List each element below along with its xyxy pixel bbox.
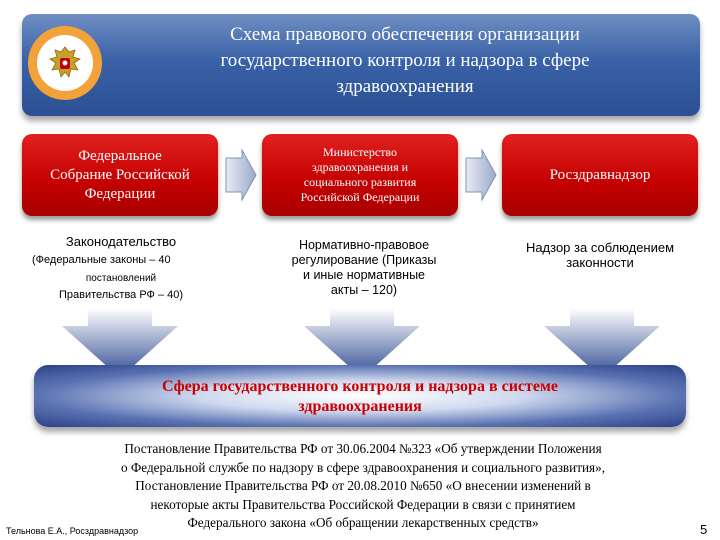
- chevron-right-icon: [225, 148, 257, 202]
- para-line: Постановление Правительства РФ от 20.08.…: [135, 478, 591, 493]
- page-number: 5: [700, 522, 708, 537]
- para-line: о Федеральной службе по надзору в сфере …: [120, 459, 605, 475]
- para-line: Федерального закона «Об обращении лекарс…: [187, 515, 539, 530]
- banner-line: здравоохранения: [298, 398, 422, 415]
- box-line: Собрание Российской: [50, 166, 190, 183]
- box-line: Росздравнадзор: [549, 166, 651, 183]
- down-arrow-icon: [62, 308, 178, 378]
- roszdravnadzor-box: Росздравнадзор: [502, 134, 698, 216]
- box-line: здравоохранения и: [311, 160, 409, 174]
- col-line: Правительства РФ – 40): [58, 289, 184, 301]
- col-line: Законодательство: [65, 234, 177, 249]
- sphere-banner: [34, 365, 686, 427]
- col-line: Нормативно-правовое: [298, 238, 430, 252]
- regulation-text: Нормативно-правовое регулирование (Прика…: [262, 238, 466, 298]
- box-line: Министерство: [323, 145, 397, 159]
- title-line: Схема правового обеспечения организации: [230, 24, 580, 45]
- legislation-text: Законодательство (Федеральные законы – 4…: [24, 234, 218, 301]
- col-line: акты – 120): [330, 283, 398, 297]
- col-line: законности: [566, 255, 634, 270]
- banner-line: Сфера государственного контроля и надзор…: [162, 378, 558, 395]
- title-banner: [22, 14, 700, 116]
- col-line: постановлений: [85, 273, 157, 284]
- box-line: Российской Федерации: [300, 190, 420, 204]
- box-line: Федерации: [84, 185, 156, 202]
- para-line: некоторые акты Правительства Российской …: [150, 496, 576, 512]
- supervision-text: Надзор за соблюдением законности: [500, 240, 700, 270]
- down-arrow-icon: [304, 308, 420, 378]
- title-line: государственного контроля и надзора в сф…: [220, 50, 590, 71]
- federal-assembly-box: Федеральное Собрание Российской Федераци…: [22, 134, 218, 216]
- para-line: Постановление Правительства РФ от 30.06.…: [124, 441, 602, 456]
- emblem-disc: [37, 35, 93, 91]
- chevron-right-icon: [465, 148, 497, 202]
- emblem: [28, 26, 102, 100]
- box-line: социального развития: [303, 175, 417, 189]
- sphere-banner-text: Сфера государственного контроля и надзор…: [80, 377, 640, 417]
- legal-basis-paragraph: Постановление Правительства РФ от 30.06.…: [30, 440, 696, 533]
- title-line: здравоохранения: [336, 76, 474, 97]
- page-title: Схема правового обеспечения организации …: [150, 22, 660, 100]
- col-line: (Федеральные законы – 40: [32, 254, 171, 266]
- col-line: Надзор за соблюдением: [525, 240, 675, 255]
- col-line: регулирование (Приказы: [291, 253, 437, 267]
- footer-author: Тельнова Е.А., Росздравнадзор: [6, 526, 139, 536]
- russian-coat-of-arms-icon: [49, 46, 81, 78]
- down-arrow-icon: [544, 308, 660, 378]
- ministry-box: Министерство здравоохранения и социально…: [262, 134, 458, 216]
- col-line: и иные нормативные: [302, 268, 425, 282]
- box-line: Федеральное: [78, 147, 162, 164]
